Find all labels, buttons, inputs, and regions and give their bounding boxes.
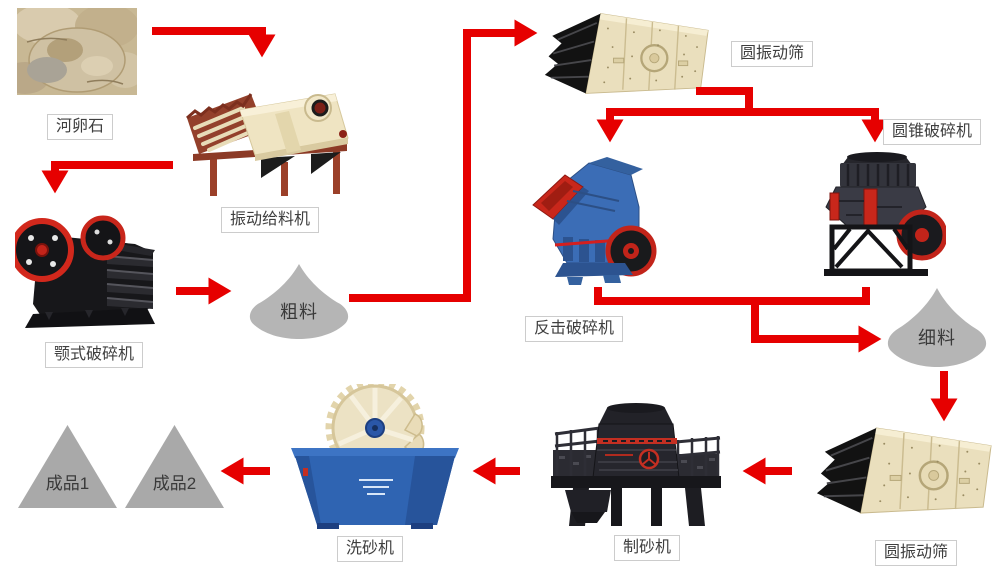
label-jaw-crusher: 颚式破碎机 xyxy=(45,342,144,368)
arrow-screen-to-impact xyxy=(596,108,749,143)
arrow-raw-to-feeder xyxy=(152,27,276,58)
product-1-label: 成品1 xyxy=(45,473,90,493)
coarse-material-pile: 粗料 xyxy=(245,262,353,340)
label-sand-maker: 制砂机 xyxy=(614,535,681,561)
label-impact-crusher: 反击破碎机 xyxy=(525,316,624,342)
label-bottom-screen: 圆振动筛 xyxy=(875,540,958,566)
product-2: 成品2 xyxy=(125,425,224,508)
arrow-screen-to-cone xyxy=(749,108,889,143)
cone-crusher-image xyxy=(806,149,946,282)
label-top-screen: 圆振动筛 xyxy=(731,41,814,67)
coarse-pile-label: 粗料 xyxy=(280,301,318,322)
label-vibrating-feeder: 振动给料机 xyxy=(221,207,320,233)
sand-washer-image xyxy=(287,384,462,530)
product-1: 成品1 xyxy=(18,425,117,508)
arrow-coarse-to-screen xyxy=(349,19,538,302)
label-cone-crusher: 圆锥破碎机 xyxy=(883,119,982,145)
label-raw-material: 河卵石 xyxy=(47,114,114,140)
arrow-merge-to-fine xyxy=(751,301,882,353)
vibrating-feeder-image xyxy=(185,78,355,200)
top-vibrating-screen-image xyxy=(543,8,710,100)
fine-pile-label: 细料 xyxy=(918,327,956,348)
sand-maker-image xyxy=(545,398,728,535)
arrow-cone-merge xyxy=(755,287,870,305)
jaw-crusher-image xyxy=(15,208,157,332)
product-2-label: 成品2 xyxy=(152,473,197,493)
river-pebbles-photo xyxy=(17,8,137,95)
fine-material-pile: 细料 xyxy=(883,286,991,368)
label-sand-washer: 洗砂机 xyxy=(337,536,404,562)
impact-crusher-image xyxy=(527,147,665,290)
bottom-vibrating-screen-image xyxy=(810,424,998,518)
arrow-feeder-to-jaw xyxy=(41,161,173,194)
